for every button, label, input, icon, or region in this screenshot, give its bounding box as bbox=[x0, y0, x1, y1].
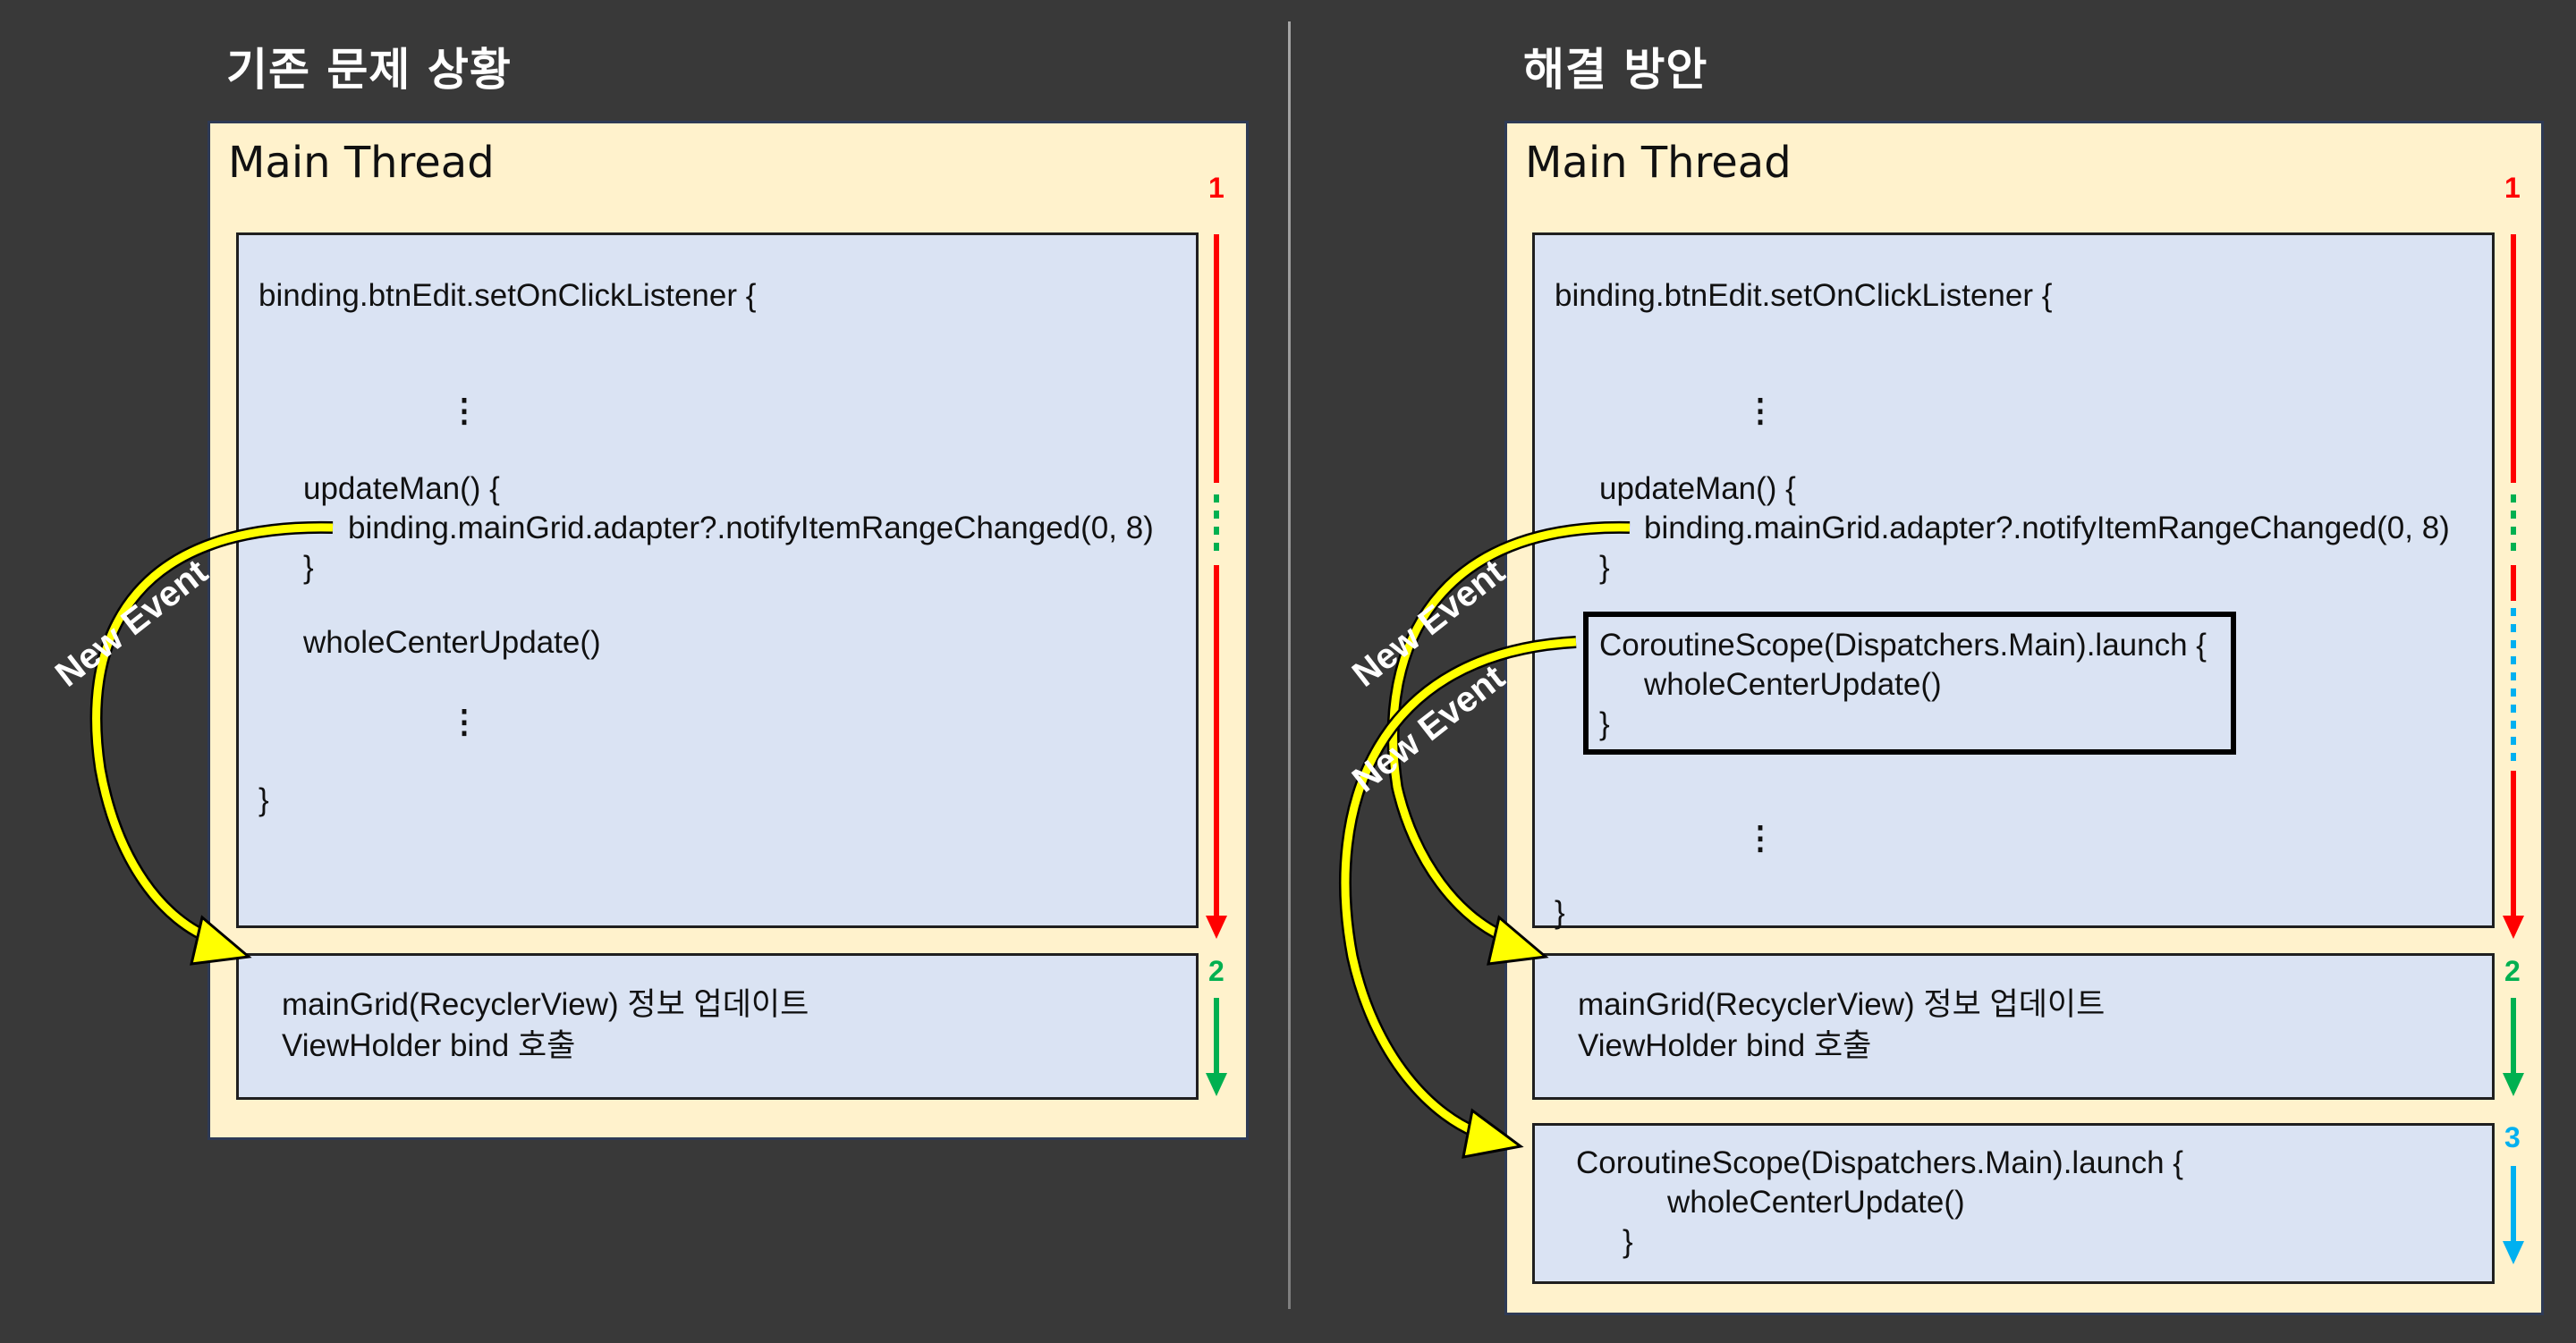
right-step3-line-3: } bbox=[1623, 1224, 1633, 1259]
right-code-box: binding.btnEdit.setOnClickListener { ⋮ u… bbox=[1532, 232, 2495, 930]
left-code-dots-2: ⋮ bbox=[448, 703, 480, 739]
right-new-event-arrow-1 bbox=[1386, 520, 1631, 966]
right-timeline-arrow bbox=[2503, 234, 2524, 1264]
right-code-line-6: } bbox=[1555, 895, 1565, 930]
left-new-event-arrow bbox=[89, 520, 334, 966]
right-code-line-3: binding.mainGrid.adapter?.notifyItemRang… bbox=[1644, 511, 2450, 545]
left-code-dots-1: ⋮ bbox=[448, 392, 480, 428]
left-code-line-5: wholeCenterUpdate() bbox=[303, 625, 601, 660]
left-step2-line-1: mainGrid(RecyclerView) 정보 업데이트 bbox=[282, 987, 809, 1022]
left-code-line-4: } bbox=[303, 550, 314, 585]
right-step3-box: CoroutineScope(Dispatchers.Main).launch … bbox=[1532, 1123, 2495, 1284]
right-thread-label: Main Thread bbox=[1525, 138, 1792, 188]
left-code-line-2: updateMan() { bbox=[303, 471, 500, 506]
right-code-line-4: } bbox=[1599, 550, 1610, 585]
right-section-title: 해결 방안 bbox=[1523, 44, 1708, 96]
center-divider bbox=[1288, 21, 1291, 1309]
left-timeline-arrow bbox=[1206, 234, 1227, 1096]
right-code-dots-2: ⋮ bbox=[1744, 819, 1776, 856]
right-code-line-2: updateMan() { bbox=[1599, 471, 1796, 506]
right-step2-line-1: mainGrid(RecyclerView) 정보 업데이트 bbox=[1578, 987, 2106, 1022]
right-coroutine-highlight-box: CoroutineScope(Dispatchers.Main).launch … bbox=[1583, 612, 2236, 755]
right-coroutine-line-3: } bbox=[1599, 706, 1610, 741]
left-code-line-1: binding.btnEdit.setOnClickListener { bbox=[258, 278, 757, 313]
left-step2-box: mainGrid(RecyclerView) 정보 업데이트 ViewHolde… bbox=[236, 953, 1199, 1100]
right-code-dots-1: ⋮ bbox=[1744, 392, 1776, 428]
left-step-2-label: 2 bbox=[1208, 955, 1224, 987]
right-code-line-1: binding.btnEdit.setOnClickListener { bbox=[1555, 278, 2053, 313]
left-code-line-3: binding.mainGrid.adapter?.notifyItemRang… bbox=[348, 511, 1154, 545]
right-coroutine-line-2: wholeCenterUpdate() bbox=[1644, 667, 1942, 702]
right-step-2-label: 2 bbox=[2504, 955, 2521, 987]
left-code-box: binding.btnEdit.setOnClickListener { ⋮ u… bbox=[236, 232, 1199, 928]
right-step3-line-2: wholeCenterUpdate() bbox=[1667, 1185, 1965, 1220]
right-step3-line-1: CoroutineScope(Dispatchers.Main).launch … bbox=[1576, 1145, 2183, 1180]
left-section-title: 기존 문제 상황 bbox=[226, 44, 512, 96]
right-step-1-label: 1 bbox=[2504, 172, 2521, 204]
right-new-event-arrow-2 bbox=[1338, 636, 1577, 1159]
left-step2-line-2: ViewHolder bind 호출 bbox=[282, 1028, 576, 1063]
right-step2-box: mainGrid(RecyclerView) 정보 업데이트 ViewHolde… bbox=[1532, 953, 2495, 1100]
right-step2-line-2: ViewHolder bind 호출 bbox=[1578, 1028, 1872, 1063]
left-thread-label: Main Thread bbox=[228, 138, 495, 188]
right-coroutine-line-1: CoroutineScope(Dispatchers.Main).launch … bbox=[1599, 628, 2207, 663]
left-code-line-6: } bbox=[258, 782, 269, 817]
right-step-3-label: 3 bbox=[2504, 1121, 2521, 1153]
left-step-1-label: 1 bbox=[1208, 172, 1224, 204]
